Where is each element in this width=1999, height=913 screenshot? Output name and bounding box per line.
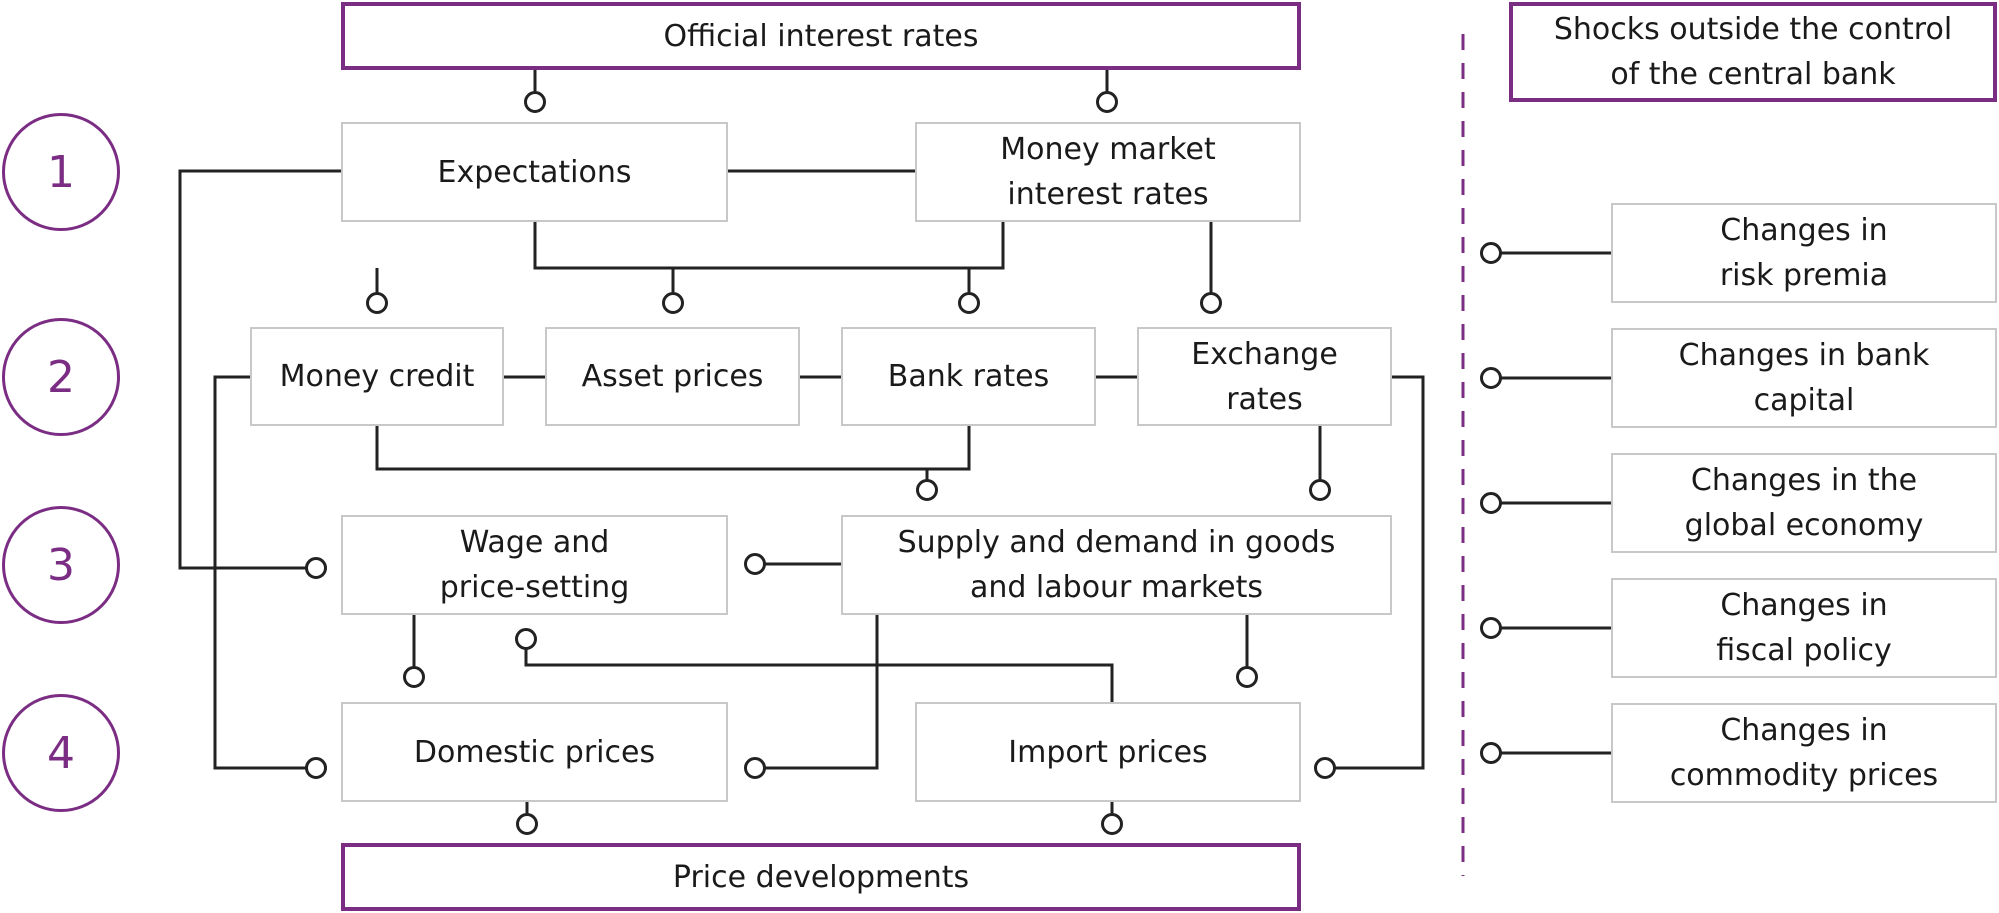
step-1-circle: 1 [2, 113, 120, 231]
asset-prices-box: Asset prices [545, 327, 800, 426]
official-interest-rates-box: Official interest rates [341, 2, 1301, 70]
shock-global-economy-box: Changes in the global economy [1611, 453, 1997, 553]
shock-risk-premia-box: Changes in risk premia [1611, 203, 1997, 303]
money-market-rates-box: Money market interest rates [915, 122, 1301, 222]
exchange-rates-box: Exchange rates [1137, 327, 1392, 426]
step-4-circle: 4 [2, 694, 120, 812]
shock-bank-capital-box: Changes in bank capital [1611, 328, 1997, 428]
shock-commodity-prices-box: Changes in commodity prices [1611, 703, 1997, 803]
price-developments-box: Price developments [341, 843, 1301, 911]
import-prices-box: Import prices [915, 702, 1301, 802]
wage-price-setting-box: Wage and price-setting [341, 515, 728, 615]
domestic-prices-box: Domestic prices [341, 702, 728, 802]
step-2-circle: 2 [2, 318, 120, 436]
step-3-circle: 3 [2, 506, 120, 624]
expectations-box: Expectations [341, 122, 728, 222]
money-credit-box: Money credit [250, 327, 504, 426]
bank-rates-box: Bank rates [841, 327, 1096, 426]
shock-fiscal-policy-box: Changes in fiscal policy [1611, 578, 1997, 678]
supply-demand-box: Supply and demand in goods and labour ma… [841, 515, 1392, 615]
shocks-title-box: Shocks outside the control of the centra… [1509, 2, 1997, 102]
